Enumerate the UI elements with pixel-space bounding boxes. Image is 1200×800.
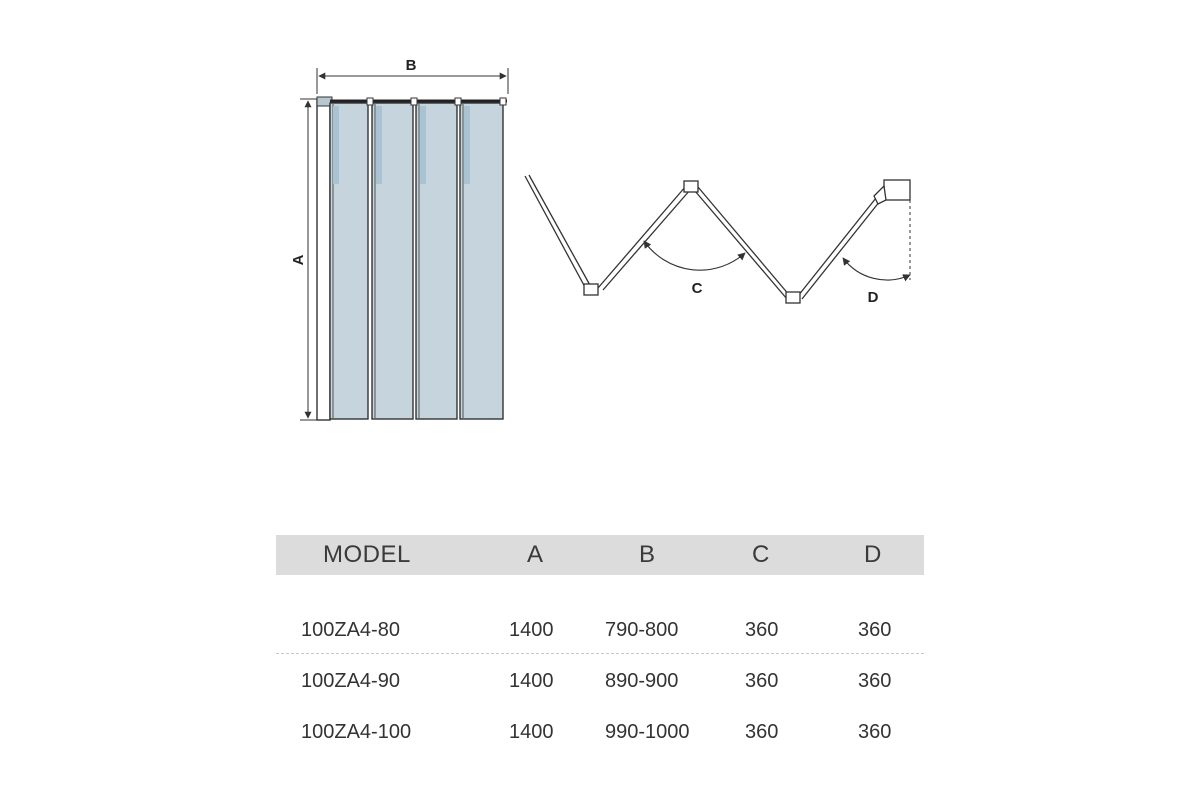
table-row: 100ZA4-80 1400 790-800 360 360 (276, 617, 924, 647)
plan-hinge-3 (785, 291, 801, 304)
header-model: MODEL (323, 541, 411, 568)
table-row: 100ZA4-100 1400 990-1000 360 360 (276, 719, 924, 749)
plan-panel-2 (597, 185, 687, 289)
plan-panel-3 (697, 186, 791, 297)
plan-hinge-1 (583, 283, 599, 296)
plan-wall-bracket-wedge (873, 184, 887, 205)
cell-model: 100ZA4-80 (301, 619, 400, 641)
spec-table: MODEL A B C D 100ZA4-80 1400 790-800 360… (276, 535, 924, 743)
dimension-a-label: A (290, 254, 307, 265)
panel-3-highlight (420, 106, 426, 184)
angle-c-arc (643, 240, 746, 271)
plan-view (524, 174, 911, 304)
cell-c: 360 (745, 721, 779, 743)
plan-panel-1 (524, 175, 587, 290)
angle-d-arc (842, 257, 911, 282)
header-c: C (752, 541, 770, 568)
header-d: D (864, 541, 882, 568)
hinge-4 (499, 97, 507, 106)
plan-panel-4 (797, 197, 877, 297)
plan-panel-4-inner (801, 200, 881, 300)
plan-panel-3-inner (694, 190, 788, 300)
angle-c-label: C (692, 280, 703, 297)
dimension-b-label: B (406, 57, 417, 74)
angle-d-label: D (868, 289, 879, 306)
table-header: MODEL A B C D (276, 535, 924, 575)
cell-b: 790-800 (605, 619, 679, 641)
glass-panel-2 (371, 102, 414, 420)
glass-panel-1 (329, 102, 369, 420)
header-b: B (639, 541, 656, 568)
technical-drawing: B A C D (290, 57, 911, 421)
panel-4-highlight (464, 106, 470, 184)
cell-a: 1400 (509, 619, 554, 641)
cell-model: 100ZA4-90 (301, 670, 400, 692)
cell-b: 890-900 (605, 670, 679, 692)
cell-c: 360 (745, 670, 779, 692)
front-view: B A (290, 57, 509, 421)
hinge-2 (410, 97, 418, 106)
header-a: A (527, 541, 544, 568)
hinge-3 (454, 97, 462, 106)
cell-d: 360 (858, 721, 892, 743)
plan-panel-2-inner (602, 189, 691, 291)
cell-b: 990-1000 (605, 721, 690, 743)
plan-wall-bracket (883, 179, 911, 201)
plan-panel-1-inner (528, 174, 592, 288)
cell-c: 360 (745, 619, 779, 641)
plan-hinge-2 (683, 180, 699, 193)
cell-a: 1400 (509, 670, 554, 692)
cell-model: 100ZA4-100 (301, 721, 412, 743)
panel-2-highlight (376, 106, 382, 184)
cell-a: 1400 (509, 721, 554, 743)
row-divider (276, 653, 924, 654)
cell-d: 360 (858, 670, 892, 692)
cell-d: 360 (858, 619, 892, 641)
hinge-1 (366, 97, 374, 106)
panel-1-highlight (333, 106, 339, 184)
wall-profile (316, 98, 331, 421)
table-row: 100ZA4-90 1400 890-900 360 360 (276, 668, 924, 698)
